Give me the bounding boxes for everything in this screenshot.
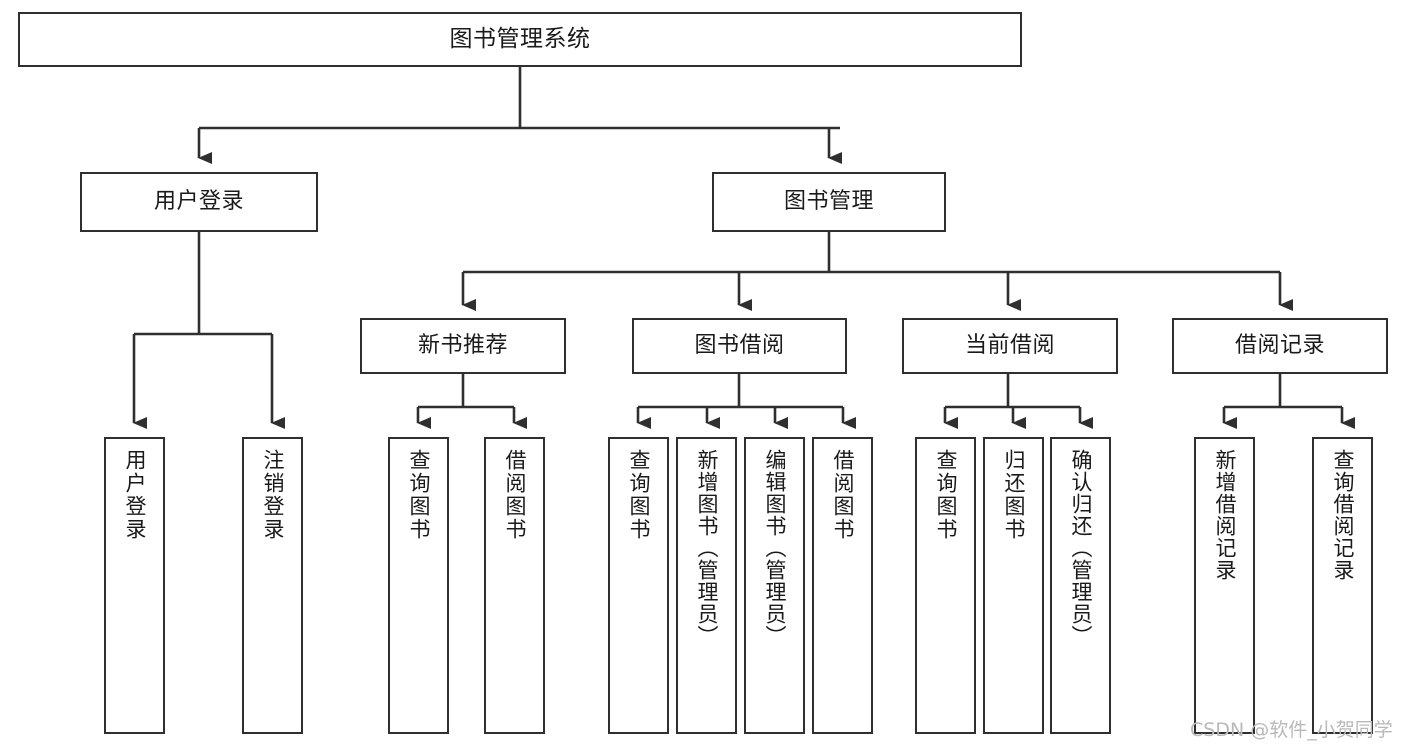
node-label: 查询借阅记录 xyxy=(1331,449,1356,581)
node-group-new-book-recommend[interactable]: 新书推荐 xyxy=(360,318,566,374)
leaf-current-confirm-return-admin[interactable]: 确认归还（管理员） xyxy=(1050,437,1111,734)
node-label: 用户登录 xyxy=(123,449,148,541)
node-group-book-borrow[interactable]: 图书借阅 xyxy=(632,318,847,374)
node-label: 图书管理 xyxy=(783,188,874,214)
node-label: 新书推荐 xyxy=(417,332,508,358)
node-label: 借阅记录 xyxy=(1234,332,1325,358)
node-user-login[interactable]: 用户登录 xyxy=(80,172,318,232)
node-root-system[interactable]: 图书管理系统 xyxy=(18,12,1022,67)
node-label: 归还图书 xyxy=(1002,449,1027,541)
node-label: 查询图书 xyxy=(934,449,959,541)
node-label: 查询图书 xyxy=(407,449,432,541)
leaf-current-query-book[interactable]: 查询图书 xyxy=(915,437,976,734)
node-group-borrow-record[interactable]: 借阅记录 xyxy=(1172,318,1388,374)
leaf-recommend-borrow-book[interactable]: 借阅图书 xyxy=(484,437,545,734)
node-book-management[interactable]: 图书管理 xyxy=(712,172,946,232)
leaf-user-login[interactable]: 用户登录 xyxy=(104,437,165,734)
leaf-record-query-borrow-record[interactable]: 查询借阅记录 xyxy=(1312,437,1373,734)
node-label: 用户登录 xyxy=(153,188,244,214)
node-label: 编辑图书（管理员） xyxy=(763,449,788,647)
node-label: 新增借阅记录 xyxy=(1213,449,1238,581)
node-group-current-borrow[interactable]: 当前借阅 xyxy=(902,318,1118,374)
node-label: 借阅图书 xyxy=(831,449,856,541)
node-label: 借阅图书 xyxy=(503,449,528,541)
leaf-record-add-borrow-record[interactable]: 新增借阅记录 xyxy=(1194,437,1255,734)
node-label: 确认归还（管理员） xyxy=(1069,449,1094,647)
watermark-text: CSDN @软件_小贺同学 xyxy=(1190,719,1393,741)
leaf-recommend-query-book[interactable]: 查询图书 xyxy=(388,437,449,734)
leaf-borrow-query-book[interactable]: 查询图书 xyxy=(608,437,669,734)
node-label: 查询图书 xyxy=(627,449,652,541)
leaf-borrow-add-book-admin[interactable]: 新增图书（管理员） xyxy=(676,437,737,734)
node-label: 新增图书（管理员） xyxy=(695,449,720,647)
node-label: 注销登录 xyxy=(261,449,286,541)
leaf-borrow-borrow-book[interactable]: 借阅图书 xyxy=(812,437,873,734)
leaf-user-logout[interactable]: 注销登录 xyxy=(242,437,303,734)
node-label: 图书借阅 xyxy=(694,332,785,358)
node-label: 当前借阅 xyxy=(964,332,1055,358)
leaf-borrow-edit-book-admin[interactable]: 编辑图书（管理员） xyxy=(744,437,805,734)
node-label: 图书管理系统 xyxy=(449,25,591,52)
leaf-current-return-book[interactable]: 归还图书 xyxy=(983,437,1044,734)
